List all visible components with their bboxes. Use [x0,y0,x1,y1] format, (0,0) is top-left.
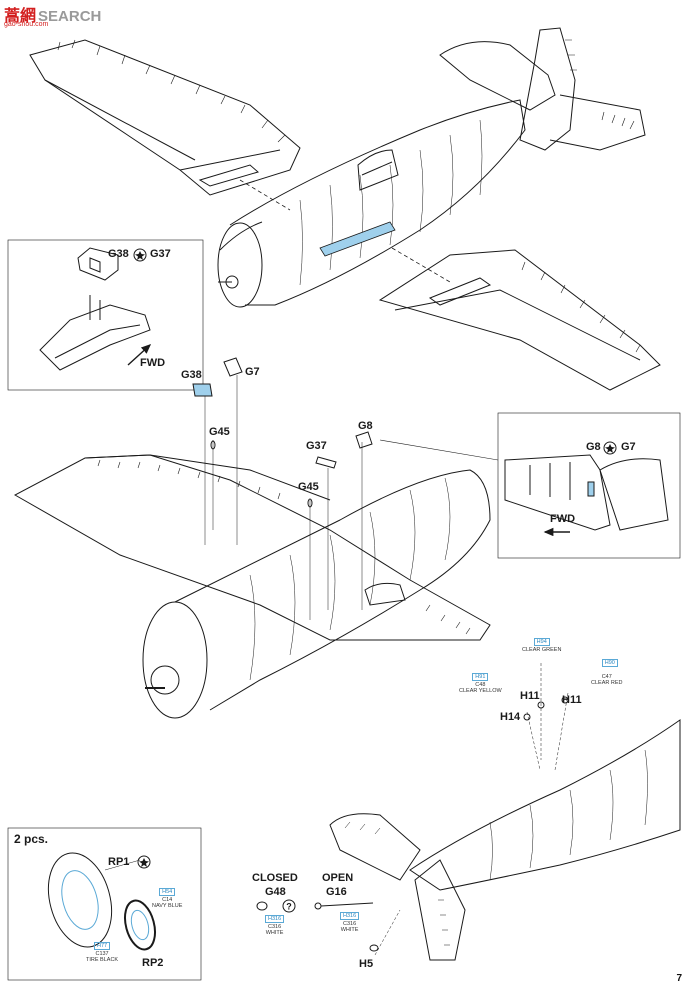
part-g45-a: G45 [209,426,230,438]
wheel-count: 2 pcs. [14,832,49,846]
paint-code: H316 [340,912,360,920]
watermark-cn: 蒿網 [4,8,37,25]
watermark-url: gao-shou.com [4,21,49,28]
paint-code: H54 [159,888,176,896]
inset-left-drawing [39,247,151,371]
paint-desc: C316 WHITE [265,924,284,936]
top-fuselage [217,99,526,308]
paint-callout-hub: H54 C14 NAVY BLUE [152,888,182,909]
main-fuselage [142,469,491,719]
part-h5: H5 [359,958,374,970]
paint-desc: C14 NAVY BLUE [152,897,183,909]
inset-left-fwd: FWD [140,357,166,369]
wheel-drawing [47,852,156,951]
option-open-part: G16 [326,886,347,898]
inset-left-part-a: G38 [108,248,129,260]
inset-right-fwd: FWD [550,513,576,525]
watermark-en: SEARCH [38,8,102,25]
part-g38: G38 [181,369,202,381]
top-tail [439,27,646,151]
part-g8: G8 [358,420,373,432]
paint-code: H316 [265,915,285,923]
wheel-box [7,827,202,981]
part-g45-b: G45 [298,481,319,493]
option-closed-part: G48 [265,886,286,898]
part-h14: H14 [500,711,521,723]
inset-left-box [7,239,204,391]
option-closed-title: CLOSED [252,872,298,884]
paint-desc: C47 CLEAR RED [591,674,623,686]
cement-icon-wheel [137,855,151,869]
part-rp2: RP2 [142,957,164,969]
top-right-wing [378,249,661,391]
paint-desc: C316 WHITE [340,921,359,933]
paint-code: H77 [94,942,111,950]
top-left-wing [29,39,301,196]
paint-callout-closed: H316 C316 WHITE [265,915,285,936]
cement-icon-right [603,441,617,455]
paint-callout-yellow: H91 C48 CLEAR YELLOW [459,673,502,694]
svg-text:?: ? [286,902,292,912]
question-icon: ? [282,899,296,913]
paint-code: H90 [601,659,618,667]
part-g7: G7 [245,366,260,378]
paint-code: H91 [472,673,489,681]
part-h11-a: H11 [520,690,540,702]
lower-tail-fuselage [329,719,681,961]
paint-callout-green: H94 CLEAR GREEN [522,638,561,653]
part-g37: G37 [306,440,327,452]
inset-right-drawing [504,454,669,531]
paint-callout-red: H90 C47 CLEAR RED [591,653,622,698]
paint-callout-tire: H77 C137 TIRE BLACK [86,942,118,963]
paint-desc: C137 TIRE BLACK [86,951,119,963]
page-number: 7 [676,973,682,984]
paint-desc: C48 CLEAR YELLOW [459,682,502,694]
option-open-title: OPEN [322,872,354,884]
main-wing-assembly [13,454,491,641]
paint-code: H94 [533,638,550,646]
cement-icon [133,248,147,262]
part-rp1: RP1 [108,856,130,868]
paint-callout-open: H316 C316 WHITE [340,912,360,933]
inset-left-part-b: G37 [150,248,171,260]
part-h11-b: H11 [562,694,582,706]
paint-desc: CLEAR GREEN [522,647,562,653]
inset-right-part-a: G8 [586,441,601,453]
inset-right-part-b: G7 [621,441,636,453]
inset-right-box [497,412,681,559]
